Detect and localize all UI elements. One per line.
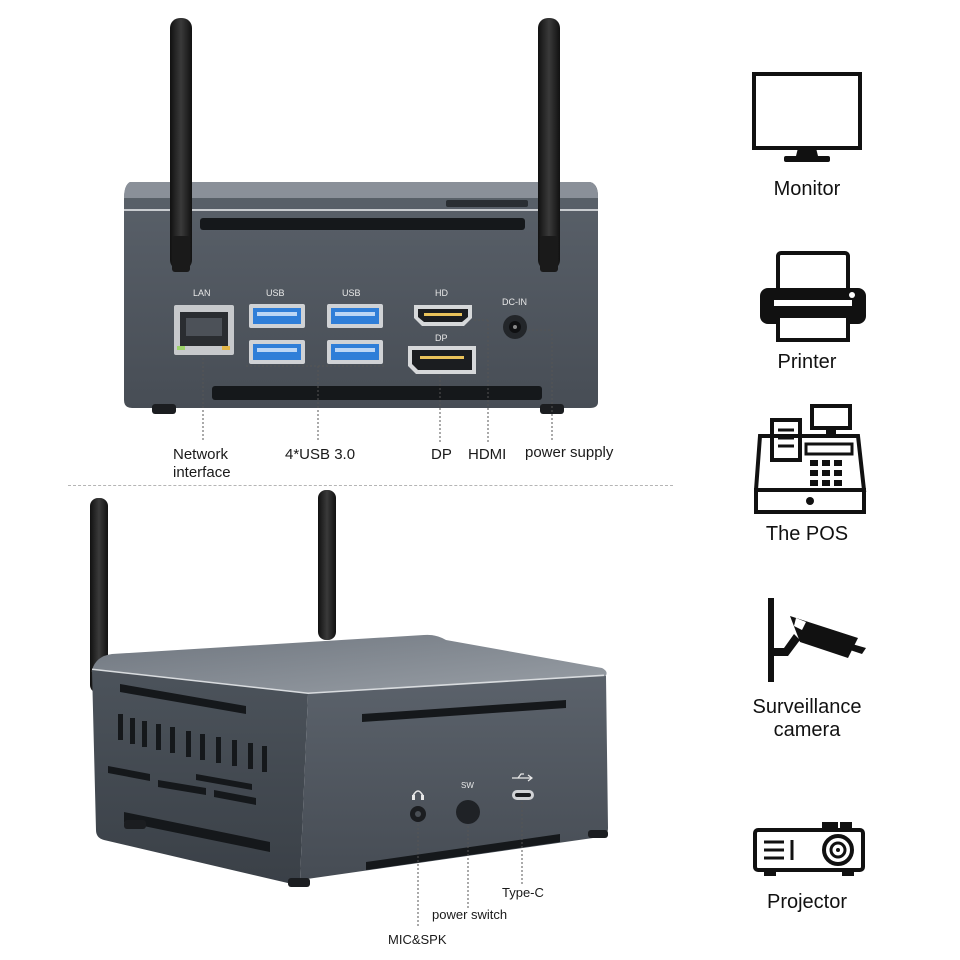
usb-left-tag: USB bbox=[266, 288, 285, 298]
dp-callout: DP bbox=[431, 446, 452, 463]
hd-tag: HD bbox=[435, 288, 448, 298]
pos-icon bbox=[754, 404, 867, 514]
audio-jack bbox=[410, 806, 426, 822]
application-label-printer: Printer bbox=[777, 351, 837, 373]
application-label-pos: The POS bbox=[765, 523, 849, 545]
lan-tag: LAN bbox=[193, 288, 211, 298]
mic-spk-callout: MIC&SPK bbox=[388, 932, 447, 947]
usb-ports bbox=[249, 304, 383, 364]
usb-c-port bbox=[512, 790, 534, 800]
network-interface-callout: Network interface bbox=[173, 446, 231, 481]
printer-icon bbox=[760, 251, 866, 342]
usb-right-tag: USB bbox=[342, 288, 361, 298]
dc-in-port bbox=[503, 315, 527, 339]
application-label-surveillance-camera: Surveillance camera bbox=[752, 696, 862, 741]
sw-tag: SW bbox=[461, 781, 474, 790]
displayport-port bbox=[408, 346, 476, 374]
projector-icon bbox=[753, 822, 865, 876]
lan-port bbox=[174, 305, 234, 355]
mini-pc-front-view bbox=[90, 490, 608, 928]
monitor-icon bbox=[752, 72, 862, 162]
mini-pc-back-view bbox=[124, 18, 598, 442]
hdmi-port bbox=[414, 305, 472, 326]
hdmi-callout: HDMI bbox=[468, 446, 507, 463]
usb-callout: 4*USB 3.0 bbox=[285, 446, 356, 463]
surveillance-camera-icon bbox=[768, 598, 866, 682]
application-label-projector: Projector bbox=[766, 891, 848, 913]
type-c-callout: Type-C bbox=[502, 885, 544, 900]
power-switch-callout: power switch bbox=[432, 907, 508, 922]
power-supply-callout: power supply bbox=[525, 444, 614, 461]
dc-in-tag: DC-IN bbox=[502, 297, 527, 307]
section-divider bbox=[68, 485, 673, 486]
dp-tag: DP bbox=[435, 333, 448, 343]
power-button bbox=[456, 800, 480, 824]
application-label-monitor: Monitor bbox=[773, 178, 841, 200]
